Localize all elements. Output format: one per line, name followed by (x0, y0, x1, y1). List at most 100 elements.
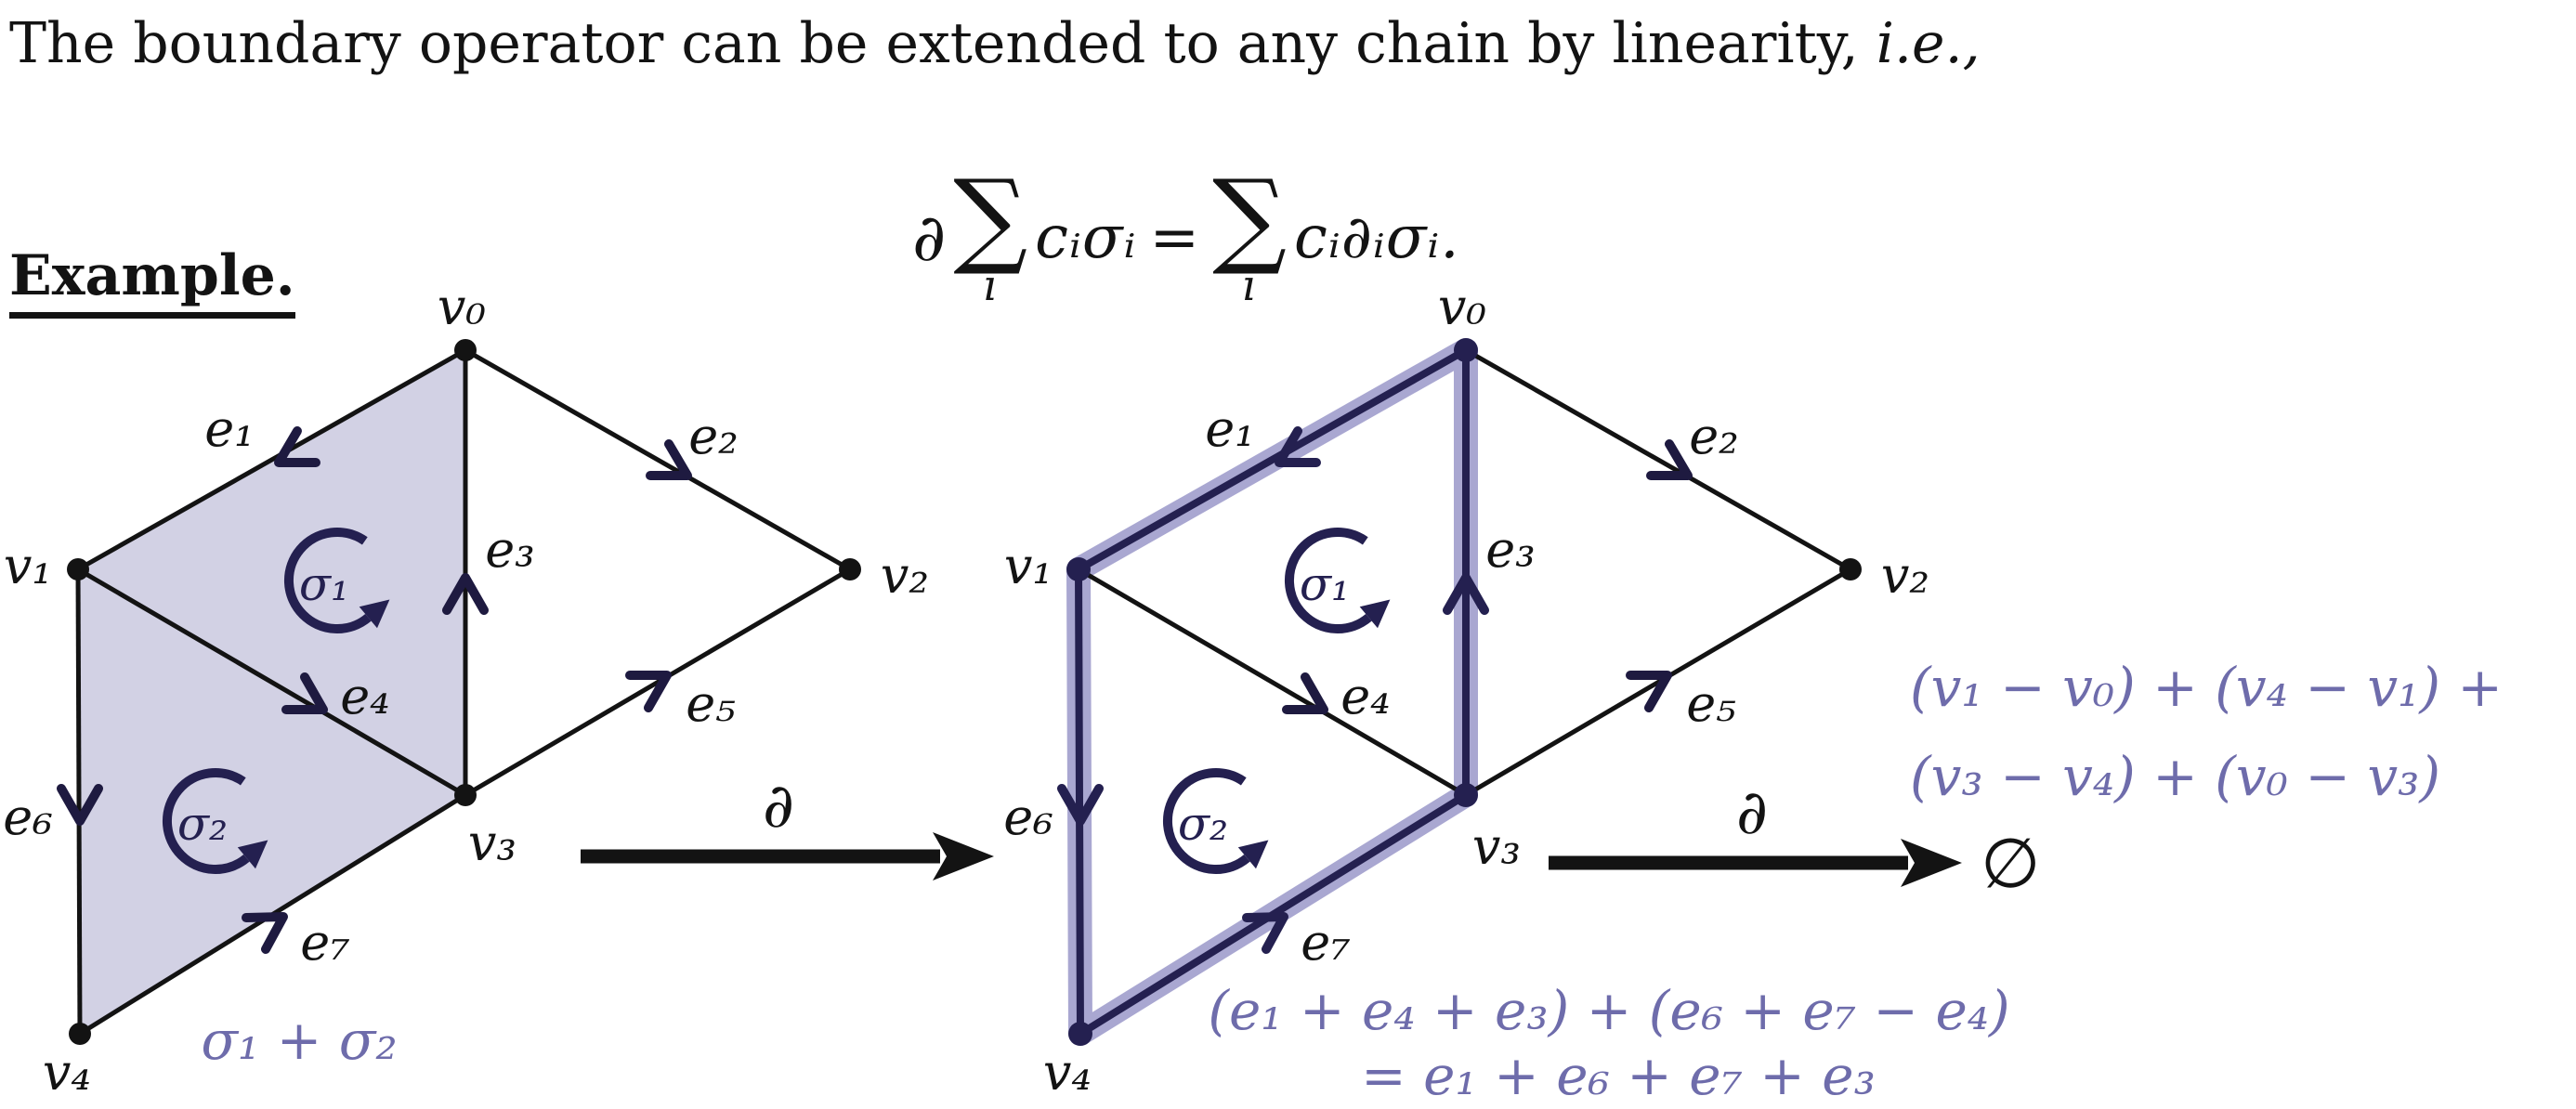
vertex-dots (67, 339, 861, 1045)
face-orientation-markers (162, 528, 390, 874)
boundary-symbol-1: ∂ (763, 770, 794, 842)
vertex-v1 (67, 558, 89, 581)
sigma1-orientation-arrowhead (359, 599, 390, 629)
intro-main: The boundary operator can be extended to… (9, 11, 1876, 76)
label-e5: e₅ (686, 674, 736, 733)
edge-e1 (76, 347, 467, 572)
arrow-head (1901, 839, 1962, 887)
rhs-terms: cᵢ∂ᵢσᵢ. (1294, 203, 1460, 273)
middle-simplicial-complex: v₀ v₁ v₂ v₃ v₄ e₁ e₂ e₃ e₄ e₅ e₆ e₇ σ₁ σ… (1003, 279, 2009, 1107)
sum-index: i (1242, 260, 1257, 311)
label-v3: v₃ (1472, 817, 1521, 876)
left-simplicial-complex: v₀ v₁ v₂ v₃ v₄ e₁ e₂ e₃ e₄ e₅ e₆ e₇ σ₁ σ… (3, 279, 929, 1102)
vertex-v3 (454, 784, 477, 806)
vertex-v2 (839, 558, 861, 581)
label-sigma1: σ₁ (1300, 557, 1350, 611)
label-v2: v₂ (1881, 546, 1929, 605)
label-e1: e₁ (1205, 399, 1255, 458)
label-sigma2: σ₂ (1178, 797, 1228, 851)
vertex-v2 (1839, 558, 1862, 581)
boundary-map-arrow-1: ∂ (581, 770, 994, 881)
arrow-e4 (281, 672, 328, 714)
arrow-e7 (242, 912, 288, 954)
arrow-e2 (646, 439, 692, 480)
intro-sentence: The boundary operator can be extended to… (9, 11, 1981, 76)
shaded-chain-region (78, 350, 465, 1034)
arrow-e6 (57, 784, 103, 826)
label-e7: e₇ (1301, 913, 1351, 972)
edge-direction-arrows (57, 426, 692, 954)
label-e3: e₃ (1485, 520, 1536, 579)
edge-e2 (1464, 347, 1852, 572)
chain-caption: σ₁ + σ₂ (201, 1009, 397, 1072)
vertex-dots (1066, 338, 1862, 1046)
sigma1-orientation-arrowhead (1359, 599, 1391, 629)
edge-direction-arrows (1057, 426, 1489, 954)
sum-rhs: ∑ i (1212, 158, 1288, 311)
edge-e2 (464, 347, 852, 572)
arrow-e4 (1282, 672, 1328, 714)
arrow-e1 (1275, 426, 1321, 467)
label-e4: e₄ (340, 667, 390, 725)
label-v4: v₄ (43, 1043, 91, 1102)
vertex-v0 (454, 339, 477, 361)
sigma2-orientation-arrowhead (237, 840, 268, 869)
edge-e4 (1077, 567, 1468, 798)
sigma2-orientation-circle (162, 768, 250, 874)
vertex-v4 (69, 1023, 91, 1045)
vertex-v3 (1454, 783, 1478, 807)
sum-lhs: ∑ i (953, 158, 1028, 311)
label-e1: e₁ (204, 399, 255, 458)
sum-index: i (983, 260, 998, 311)
sigma1-orientation-circle (1284, 528, 1372, 633)
vertex-sum-line1: (v₁ − v₀) + (v₄ − v₁) + (1910, 656, 2503, 719)
arrow-e1 (274, 426, 320, 467)
diagram-canvas: v₀ v₁ v₂ v₃ v₄ e₁ e₂ e₃ e₄ e₅ e₆ e₇ σ₁ σ… (3, 279, 2503, 1107)
face-orientation-markers (1162, 528, 1391, 874)
vertex-v1 (1066, 557, 1091, 581)
empty-set-symbol: ∅ (1981, 824, 2040, 904)
sigma1-orientation-circle (283, 528, 372, 633)
label-sigma1: σ₁ (299, 557, 349, 611)
vertex-boundary-result: (v₁ − v₀) + (v₄ − v₁) + (v₃ − v₄) + (v₀ … (1910, 656, 2503, 904)
label-v3: v₃ (468, 814, 517, 872)
label-e5: e₅ (1686, 674, 1736, 733)
arrow-e3 (442, 573, 489, 615)
arrow-e2 (1646, 439, 1693, 480)
intro-emphasis: i.e., (1876, 11, 1981, 76)
lhs-terms: cᵢσᵢ (1035, 203, 1137, 273)
arrow-e6 (1057, 784, 1104, 826)
arrow-e3 (1443, 573, 1489, 615)
label-e2: e₂ (688, 407, 739, 465)
label-v2: v₂ (881, 546, 929, 605)
edge-e6 (75, 568, 83, 1035)
edge-sum-line2: = e₁ + e₆ + e₇ + e₃ (1361, 1044, 1876, 1107)
edge-e4 (76, 567, 467, 798)
label-e6: e₆ (1003, 788, 1053, 846)
label-e3: e₃ (485, 520, 535, 579)
edge-sum-line1: (e₁ + e₄ + e₃) + (e₆ + e₇ − e₄) (1208, 979, 2009, 1042)
arrow-e5 (625, 671, 672, 712)
edge-direction-arrows-black (1282, 439, 1693, 714)
arrow-head (933, 832, 994, 881)
label-v1: v₁ (1004, 537, 1053, 595)
arrow-e5 (1626, 671, 1672, 712)
sigma2-orientation-arrowhead (1237, 840, 1269, 869)
sigma-symbol: ∑ (1212, 158, 1288, 279)
vertex-v4 (1068, 1022, 1092, 1046)
equals-sign: = (1149, 203, 1200, 273)
arrow-e7 (1242, 912, 1288, 954)
sigma2-orientation-circle (1162, 768, 1250, 874)
linearity-formula: ∂ ∑ i cᵢσᵢ = ∑ i cᵢ∂ᵢσᵢ. (912, 158, 1460, 311)
label-sigma2: σ₂ (177, 797, 228, 851)
sigma-symbol: ∑ (953, 158, 1028, 279)
label-e6: e₆ (3, 788, 53, 846)
label-v0: v₀ (438, 279, 486, 336)
vertex-v0 (1454, 338, 1478, 362)
label-v1: v₁ (4, 537, 52, 595)
boundary-operator-symbol: ∂ (912, 200, 947, 277)
label-e7: e₇ (300, 913, 350, 972)
middle-labels: v₀ v₁ v₂ v₃ v₄ e₁ e₂ e₃ e₄ e₅ e₆ e₇ σ₁ σ… (1003, 279, 2009, 1107)
label-e2: e₂ (1689, 407, 1739, 465)
